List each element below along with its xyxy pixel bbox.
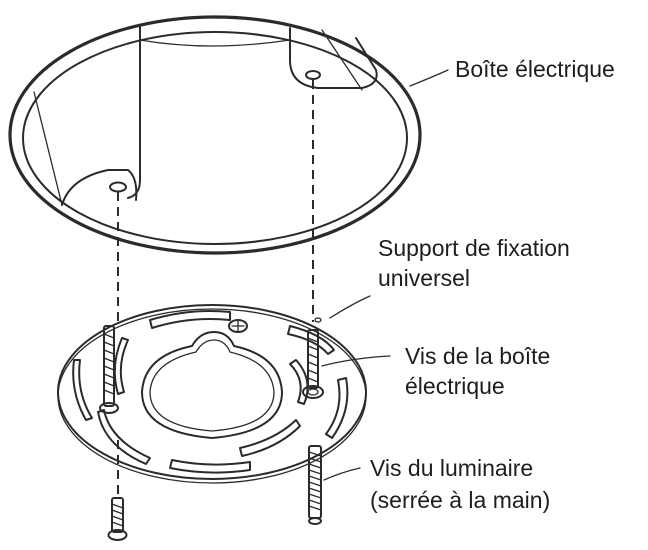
box-housing-top	[139, 39, 291, 47]
fixture-screw-left-thread	[111, 503, 124, 527]
mounting-bracket	[57, 304, 367, 484]
leader-electrical-box	[409, 69, 449, 87]
bracket-center-cutout-inner	[149, 339, 275, 432]
bracket-slot-left	[72, 359, 93, 421]
box-tab-left	[61, 169, 138, 206]
leader-box-screws	[321, 355, 391, 367]
fixture-screw-right-tip	[308, 517, 322, 525]
box-inner-rim	[22, 31, 408, 245]
box-screw-right-head	[302, 385, 324, 399]
bracket-small-hole	[314, 317, 322, 323]
box-outer-rim	[8, 15, 422, 255]
box-screw-left-thread	[103, 333, 115, 395]
label-bracket-line2: universel	[378, 265, 471, 291]
bracket-slot-inner-right	[289, 359, 309, 405]
box-tab-right-edge	[321, 29, 363, 91]
fixture-screw-left-shaft	[111, 497, 124, 533]
leader-fixture-screws	[323, 467, 361, 481]
fixture-screw-left-head	[107, 529, 128, 541]
box-tab-left-hole	[109, 181, 127, 193]
bracket-center-cutout	[141, 331, 283, 439]
label-box-screws-line1: Vis de la boîte	[405, 343, 551, 369]
bracket-slot-top-right	[287, 325, 335, 355]
box-tab-right-hole	[305, 70, 321, 80]
label-box-screws-line2: électrique	[405, 373, 505, 399]
label-bracket-line1: Support de fixation	[378, 235, 570, 261]
fixture-screw-right	[308, 445, 322, 525]
box-screw-right-thread	[307, 337, 319, 383]
leader-bracket	[329, 295, 371, 319]
bracket-slot-bottom	[169, 459, 251, 474]
bracket-slot-top	[149, 310, 231, 329]
box-tab-right	[289, 37, 378, 89]
fixture-screw-left	[107, 497, 128, 541]
bracket-slot-bottom-right	[239, 419, 301, 457]
label-electrical-box: Boîte électrique	[455, 56, 615, 82]
electrical-box	[8, 15, 422, 255]
box-screw-left	[99, 325, 119, 414]
box-screw-right-head-inner	[307, 388, 319, 396]
box-wall-left	[33, 91, 63, 206]
box-housing-left	[127, 25, 141, 199]
bracket-slot-bottom-left	[97, 409, 151, 465]
label-fixture-screws-line2: (serrée à la main)	[370, 487, 551, 513]
bracket-slot-inner-left	[113, 337, 129, 395]
box-screw-right-shaft	[307, 329, 319, 389]
box-screw-left-head	[99, 402, 119, 414]
fixture-screw-right-thread	[308, 451, 322, 511]
bracket-thickness	[57, 308, 367, 484]
ground-screw-slot	[231, 319, 245, 333]
box-screw-right	[302, 329, 324, 399]
label-fixture-screws-line1: Vis du luminaire	[370, 455, 534, 481]
bracket-slot-right	[325, 377, 349, 439]
